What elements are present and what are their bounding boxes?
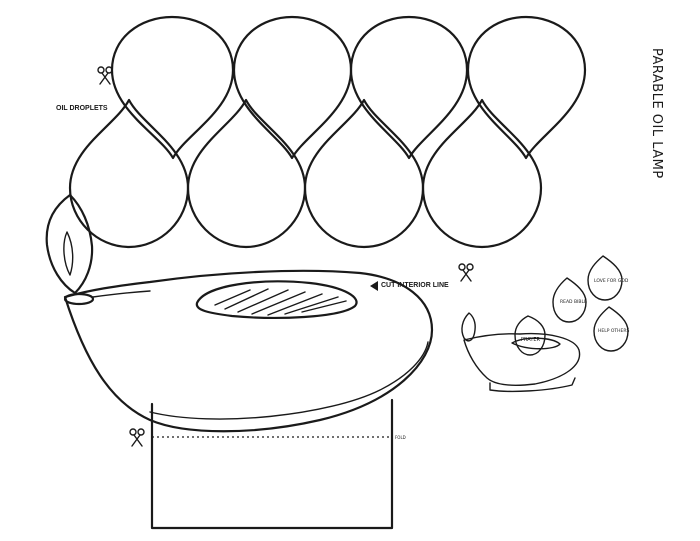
scissors-icon bbox=[97, 66, 113, 85]
example-droplet-label: LOVE FOR GOD bbox=[594, 278, 629, 284]
lamp-stand: FOLD bbox=[150, 398, 406, 530]
oil-droplets-label: OIL DROPLETS bbox=[56, 105, 108, 112]
oil-droplet bbox=[68, 98, 190, 249]
cut-interior-line-label: CUT INTERIOR LINE bbox=[381, 282, 449, 289]
scissors-icon bbox=[458, 263, 474, 282]
oil-droplets-top-row bbox=[110, 15, 587, 160]
stand-outline bbox=[150, 398, 394, 530]
oil-droplet bbox=[186, 98, 307, 249]
page-title: PARABLE OIL LAMP bbox=[649, 48, 664, 179]
example-flame bbox=[461, 312, 476, 342]
example-flame-label: PRAYER bbox=[521, 337, 541, 343]
oil-droplet bbox=[466, 15, 587, 160]
lamp-opening-hatch bbox=[214, 288, 347, 316]
oil-droplets-bottom-row bbox=[68, 98, 543, 249]
example-preview: PRAYER LOVE FOR GOD READ BIBLE HELP OTHE… bbox=[461, 255, 630, 393]
lamp-body bbox=[63, 269, 434, 433]
oil-droplet bbox=[421, 98, 543, 249]
arrow-icon bbox=[370, 281, 378, 291]
fold-label: FOLD bbox=[395, 435, 406, 440]
example-droplet bbox=[593, 306, 629, 352]
example-droplet-label: READ BIBLE bbox=[560, 299, 587, 305]
example-droplet bbox=[587, 255, 623, 301]
oil-droplet bbox=[232, 15, 353, 160]
flame-inner bbox=[63, 231, 74, 276]
example-flame-card bbox=[514, 315, 546, 356]
wick-hole bbox=[63, 292, 95, 306]
scissors-icon bbox=[129, 428, 145, 447]
oil-droplet bbox=[349, 15, 469, 160]
example-lamp-body bbox=[463, 332, 581, 387]
example-droplet bbox=[552, 277, 587, 323]
example-stand bbox=[489, 377, 576, 393]
example-droplet-label: HELP OTHERS bbox=[598, 328, 630, 334]
flame bbox=[45, 193, 94, 295]
oil-lamp bbox=[63, 269, 434, 433]
oil-droplet bbox=[303, 98, 425, 249]
spout-top bbox=[92, 290, 151, 298]
lamp-opening bbox=[195, 280, 358, 319]
lamp-rim bbox=[149, 341, 429, 420]
example-lamp-opening bbox=[511, 337, 561, 350]
